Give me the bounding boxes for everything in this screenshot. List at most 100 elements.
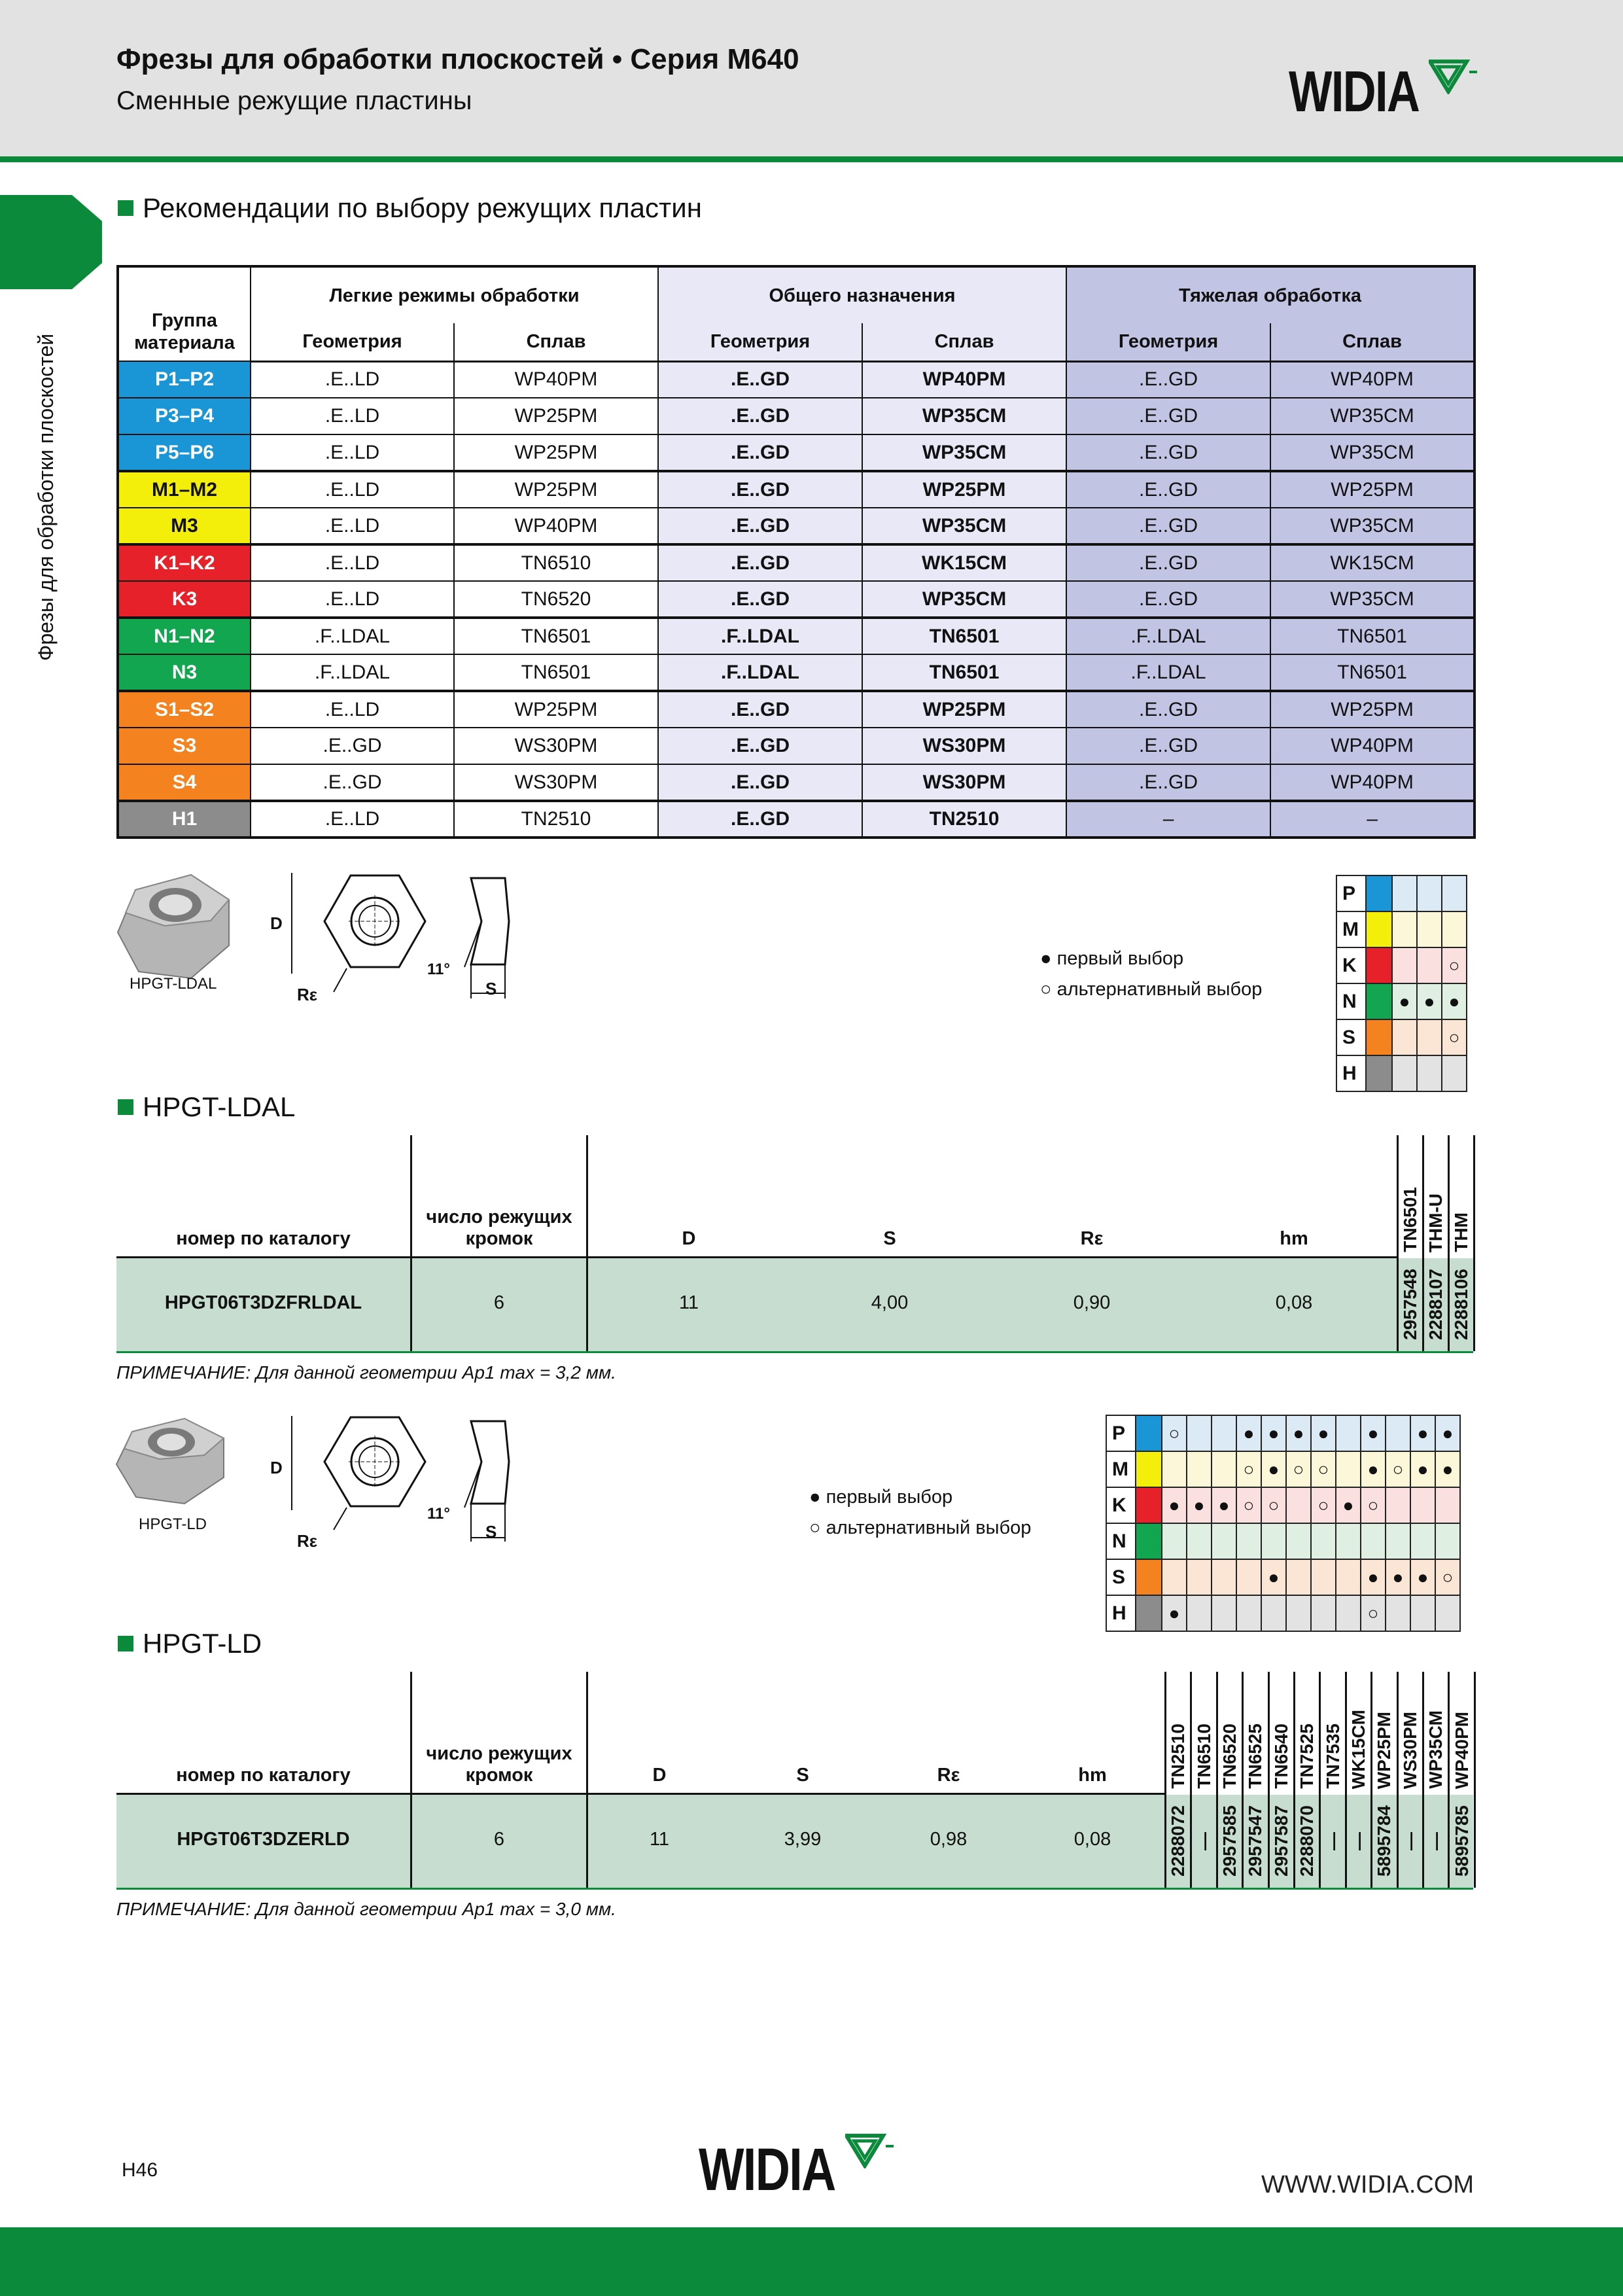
grade-header: THM-U	[1424, 1193, 1448, 1252]
grade-header: WP40PM	[1450, 1712, 1473, 1789]
iso-cell: ○	[1310, 1487, 1336, 1524]
col-header-hm: hm	[1078, 1765, 1107, 1786]
order-code: 2957548	[1400, 1269, 1420, 1341]
grade-code-cell: —	[1424, 1797, 1448, 1885]
iso-cell	[1385, 1487, 1411, 1524]
iso-cell: ○	[1360, 1487, 1386, 1524]
cell-re: 0,98	[930, 1829, 968, 1850]
green-square-icon	[118, 1099, 133, 1115]
col-heavy-grade: Сплав	[1270, 323, 1476, 362]
insert-ld-drawing	[291, 1416, 510, 1542]
filled-dot-icon: ●	[809, 1487, 821, 1508]
iso-cell	[1161, 1523, 1187, 1560]
iso-cell	[1385, 1523, 1411, 1560]
col-divider	[586, 1672, 588, 1888]
rec-cell-g-geo: .E..GD	[657, 543, 864, 582]
iso-cell	[1161, 1559, 1187, 1596]
col-light-grade: Сплав	[453, 323, 659, 362]
rec-cell-l-gr: WP25PM	[453, 397, 659, 435]
grade-col-divider	[1370, 1672, 1373, 1888]
order-code: 2288070	[1297, 1805, 1318, 1877]
cell-edges: 6	[493, 1829, 505, 1850]
rec-cell-l-gr: WP40PM	[453, 361, 659, 398]
material-group-cell: N1–N2	[117, 616, 251, 655]
iso-cell: ●	[1161, 1595, 1187, 1632]
iso-cell: ●	[1261, 1415, 1287, 1452]
cell-re: 0,90	[1073, 1292, 1111, 1313]
rec-cell-h-geo: .F..LDAL	[1066, 654, 1272, 692]
grade-header: WP25PM	[1372, 1712, 1396, 1789]
iso-cell	[1441, 1055, 1467, 1092]
page-subtitle: Сменные режущие пластины	[116, 86, 472, 115]
rec-cell-g-gr: WP40PM	[862, 361, 1068, 398]
rec-cell-l-geo: .F..LDAL	[250, 616, 455, 655]
logo-triangle-icon	[845, 2134, 894, 2168]
iso-cell	[1391, 947, 1418, 984]
iso-color-swatch	[1135, 1523, 1162, 1560]
rec-cell-h-gr: TN6501	[1270, 616, 1476, 655]
rec-cell-g-geo: .F..LDAL	[657, 654, 864, 692]
material-group-cell: K3	[117, 580, 251, 618]
grade-name: TN2510	[1168, 1723, 1189, 1789]
grade-header: TN6540	[1270, 1723, 1293, 1789]
iso-cell	[1441, 875, 1467, 912]
col-divider	[410, 1135, 412, 1351]
order-code: 2957587	[1270, 1805, 1291, 1877]
iso-cell: ●	[1360, 1559, 1386, 1596]
iso-cell: ●	[1360, 1451, 1386, 1488]
side-section-label: Фрезы для обработки плоскостей	[34, 333, 58, 661]
grade-code-cell: 2288072	[1166, 1797, 1190, 1885]
col-header-catalog: номер по каталогу	[176, 1765, 351, 1786]
ldal-note: ПРИМЕЧАНИЕ: Для данной геометрии Ap1 max…	[116, 1362, 616, 1383]
iso-letter: K	[1336, 947, 1367, 984]
grade-header: TN6510	[1192, 1723, 1215, 1789]
iso-color-swatch	[1135, 1415, 1162, 1452]
rec-cell-l-gr: TN6501	[453, 616, 659, 655]
iso-cell	[1391, 1019, 1418, 1056]
iso-color-swatch	[1365, 911, 1393, 948]
rec-cell-l-gr: WP25PM	[453, 470, 659, 508]
iso-cell	[1186, 1595, 1212, 1632]
website-link[interactable]: WWW.WIDIA.COM	[1261, 2171, 1475, 2199]
section-tab	[0, 195, 102, 289]
iso-cell	[1410, 1487, 1436, 1524]
iso-letter: M	[1106, 1451, 1136, 1488]
material-group-cell: K1–K2	[117, 543, 251, 582]
rec-cell-g-gr: TN6501	[862, 654, 1068, 692]
order-code: —	[1399, 1832, 1420, 1850]
grade-code-cell: 2957585	[1218, 1797, 1242, 1885]
iso-cell	[1310, 1523, 1336, 1560]
rec-cell-l-geo: .E..LD	[250, 470, 455, 508]
grade-code-cell: 2288070	[1295, 1797, 1319, 1885]
ld-heading: HPGT-LD	[118, 1628, 262, 1659]
rec-cell-l-gr: WS30PM	[453, 764, 659, 802]
rec-cell-l-geo: .F..LDAL	[250, 654, 455, 692]
green-square-icon	[118, 200, 133, 216]
grade-col-divider	[1422, 1135, 1424, 1351]
iso-cell	[1211, 1595, 1237, 1632]
grade-col-divider	[1448, 1672, 1450, 1888]
iso-cell	[1416, 947, 1442, 984]
rec-cell-l-gr: WP25PM	[453, 434, 659, 472]
col-material-group: Группа материала	[117, 266, 251, 361]
grade-header: TN7525	[1295, 1723, 1319, 1789]
grade-code-cell: —	[1192, 1797, 1215, 1885]
material-group-cell: P3–P4	[117, 397, 251, 435]
col-header-hm: hm	[1280, 1228, 1308, 1249]
iso-cell: ○	[1261, 1487, 1287, 1524]
rec-cell-h-gr: TN6501	[1270, 654, 1476, 692]
iso-color-swatch	[1365, 947, 1393, 984]
iso-cell	[1186, 1523, 1212, 1560]
grade-name: TN6525	[1245, 1723, 1266, 1789]
iso-cell	[1391, 911, 1418, 948]
iso-cell	[1285, 1595, 1312, 1632]
iso-color-swatch	[1135, 1595, 1162, 1632]
grade-header: WK15CM	[1347, 1710, 1370, 1789]
rec-cell-g-gr: WS30PM	[862, 764, 1068, 802]
grade-code-cell: 2957547	[1244, 1797, 1267, 1885]
grade-code-cell: 2957548	[1399, 1261, 1422, 1349]
